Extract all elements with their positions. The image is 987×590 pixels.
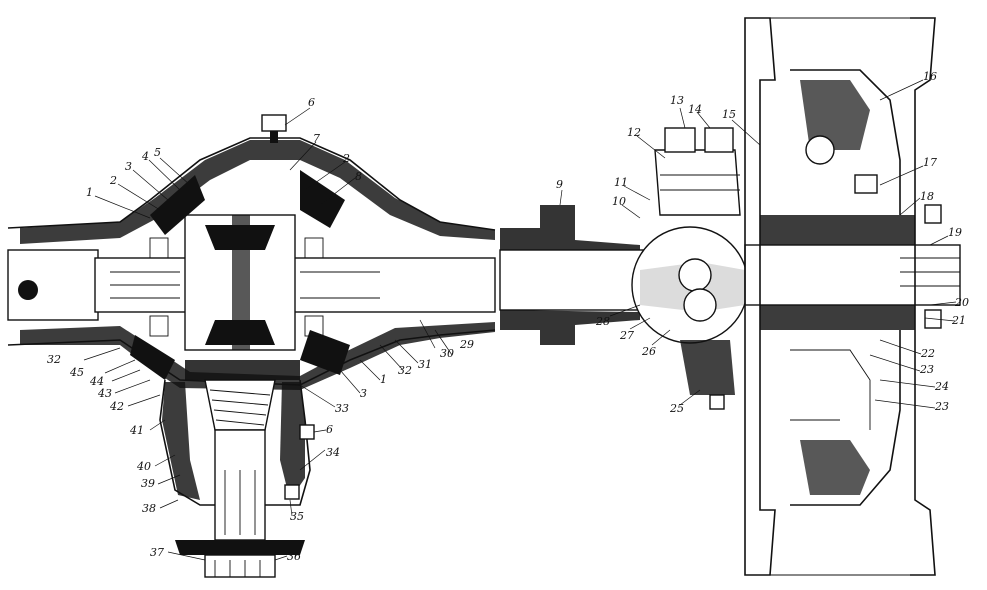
callout-11: 11 xyxy=(614,176,628,189)
callout-45: 45 xyxy=(69,366,84,379)
callout-13: 13 xyxy=(670,94,684,107)
callout-1: 1 xyxy=(86,186,93,199)
callout-34: 34 xyxy=(326,446,340,459)
callout-3: 3 xyxy=(360,387,367,400)
callout-25: 25 xyxy=(669,402,684,415)
housing-upper-hatch xyxy=(20,140,495,244)
brake-drum-lower xyxy=(790,330,901,506)
callout-23: 23 xyxy=(919,363,934,376)
callout-8: 8 xyxy=(355,170,362,183)
differential-housing-section xyxy=(7,114,496,578)
spider-gear-upper xyxy=(205,225,275,250)
callout-27: 27 xyxy=(619,329,634,342)
leader-lines xyxy=(83,79,957,561)
cv-ball-upper xyxy=(678,258,712,292)
spider-gear-lower xyxy=(205,320,275,345)
hub-hatch-upper xyxy=(760,215,915,245)
callout-3: 3 xyxy=(125,160,132,173)
callout-24: 24 xyxy=(934,380,949,393)
callout-labels: 1 2 3 4 5 6 7 2 8 9 10 11 12 13 14 15 16… xyxy=(47,70,969,563)
callout-9: 9 xyxy=(556,178,563,191)
top-bolt xyxy=(261,114,287,132)
callout-4: 4 xyxy=(141,150,149,163)
callout-1: 1 xyxy=(380,373,387,386)
callout-32: 32 xyxy=(398,364,412,377)
callout-6: 6 xyxy=(326,423,333,436)
callout-5: 5 xyxy=(154,146,161,159)
pinion-housing-hatch xyxy=(162,382,200,500)
cv-ball-lower xyxy=(683,288,717,322)
callout-33: 33 xyxy=(335,402,349,415)
callout-16: 16 xyxy=(923,70,937,83)
callout-19: 19 xyxy=(948,226,962,239)
callout-18: 18 xyxy=(920,190,934,203)
tube-flange xyxy=(500,205,640,250)
callout-2: 2 xyxy=(342,152,350,165)
callout-41: 41 xyxy=(129,424,144,437)
callout-42: 42 xyxy=(109,400,124,413)
callout-43: 43 xyxy=(97,387,112,400)
hub-shaft xyxy=(744,244,961,306)
callout-17: 17 xyxy=(923,156,937,169)
wheel-rim xyxy=(744,17,776,576)
callout-20: 20 xyxy=(954,296,969,309)
callout-23: 23 xyxy=(934,400,949,413)
callout-7: 7 xyxy=(313,132,320,145)
callout-21: 21 xyxy=(951,314,966,327)
hub-hatch-lower xyxy=(760,305,915,330)
callout-44: 44 xyxy=(89,375,104,388)
callout-36: 36 xyxy=(287,550,301,563)
callout-30: 30 xyxy=(440,347,454,360)
callout-12: 12 xyxy=(627,126,641,139)
wheel-cylinder xyxy=(805,135,835,165)
callout-10: 10 xyxy=(612,195,626,208)
callout-31: 31 xyxy=(418,358,432,371)
callout-2: 2 xyxy=(109,174,117,187)
callout-6: 6 xyxy=(308,96,315,109)
callout-15: 15 xyxy=(722,108,736,121)
callout-14: 14 xyxy=(688,103,702,116)
callout-39: 39 xyxy=(141,477,155,490)
callout-29: 29 xyxy=(459,338,474,351)
callout-35: 35 xyxy=(290,510,304,523)
wheel-hub-section xyxy=(499,17,961,576)
callout-32: 32 xyxy=(47,353,61,366)
ring-gear xyxy=(185,360,300,380)
callout-28: 28 xyxy=(595,315,610,328)
callout-40: 40 xyxy=(136,460,151,473)
tube-hole xyxy=(18,280,38,300)
callout-37: 37 xyxy=(150,546,164,559)
axle-shaft-right xyxy=(499,249,651,311)
brake-drum-upper xyxy=(790,69,901,215)
king-pin-cap xyxy=(654,149,741,216)
pinion-flange xyxy=(175,540,305,555)
callout-38: 38 xyxy=(142,502,156,515)
callout-26: 26 xyxy=(641,345,656,358)
callout-22: 22 xyxy=(920,347,935,360)
